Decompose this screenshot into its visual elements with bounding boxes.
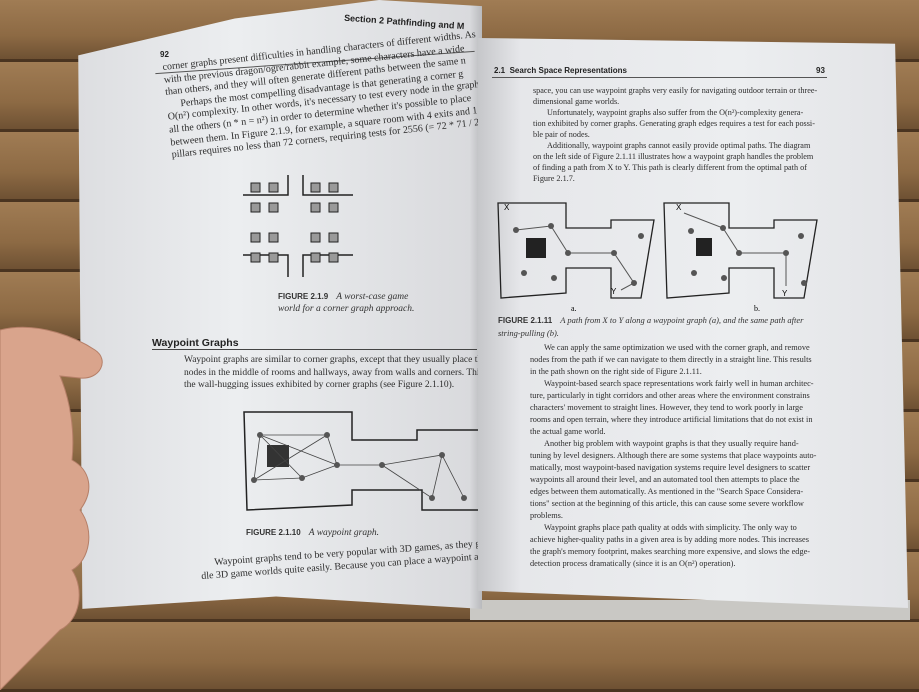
figure-label: FIGURE 2.1.9 — [278, 292, 329, 301]
text-line: Additionally, waypoint graphs cannot eas… — [547, 141, 811, 150]
text-line: Another big problem with waypoint graphs… — [544, 439, 799, 448]
running-head-text: Search Space Representations — [509, 66, 627, 75]
text-line: ble pair of nodes. — [533, 130, 590, 139]
end-label-b: Y — [782, 289, 788, 298]
text-line: waypoints all around their level, and an… — [530, 475, 800, 484]
page-number-right: 93 — [816, 66, 825, 75]
text-line: rooms and open terrain, where they intro… — [530, 415, 813, 424]
figure-label: FIGURE 2.1.11 — [498, 316, 553, 325]
text-line: edges between them automatically. As men… — [530, 487, 804, 496]
figure-2-1-9-diagram — [243, 175, 353, 277]
hand — [0, 326, 103, 690]
text-line: characters' movement to straight lines. … — [530, 403, 803, 412]
figure-2-1-10-caption: FIGURE 2.1.10 A waypoint graph. — [246, 527, 379, 539]
right-page: 2.1 Search Space Representations 93 spac… — [478, 38, 908, 608]
sub-label-b: b. — [754, 304, 760, 313]
text-line: Waypoint graphs are similar to corner gr… — [184, 355, 482, 365]
body-text: We can apply the same optimization we us… — [530, 342, 816, 570]
text-line: nodes in the middle of rooms and hallway… — [184, 367, 482, 378]
text-line: dimensional game worlds. — [533, 97, 620, 106]
section-text: Waypoint graphs are similar to corner gr… — [184, 354, 482, 392]
figure-2-1-11-diagram: X Y X Y a. b. — [497, 202, 818, 313]
figure-2-1-10-diagram — [243, 411, 482, 511]
caption-text: A worst-case game world for a corner gra… — [278, 292, 415, 314]
text-line: Unfortunately, waypoint graphs also suff… — [547, 108, 804, 117]
text-line: We can apply the same optimization we us… — [544, 343, 810, 352]
running-head-right: 2.1 Search Space Representations — [494, 66, 627, 75]
caption-text: A path from X to Y along a waypoint grap… — [498, 315, 804, 338]
left-page: 92 Section 2 Pathfinding and M corner gr… — [78, 0, 482, 609]
bottom-text: Waypoint graphs tend to be very popular … — [200, 535, 482, 583]
text-line: space, you can use waypoint graphs very … — [533, 86, 818, 95]
text-line: on the left side of Figure 2.1.11 illust… — [533, 152, 814, 161]
text-line: tuning by level designers. Although ther… — [530, 451, 817, 460]
header-rule — [492, 77, 827, 78]
text-line: detection process dramatically (since it… — [530, 559, 736, 568]
end-label-a: Y — [611, 287, 617, 296]
text-line: achieve higher-quality paths in a given … — [530, 535, 809, 544]
page-stack — [470, 600, 910, 620]
text-line: problems. — [530, 511, 563, 520]
text-line: of finding a path from X to Y. This path… — [533, 163, 807, 172]
text-line: tions" section at the beginning of this … — [530, 499, 804, 508]
running-head-left: Section 2 Pathfinding and M — [343, 12, 465, 32]
caption-text: A waypoint graph. — [308, 528, 379, 538]
intro-text: corner graphs present difficulties in ha… — [162, 29, 482, 162]
text-line: matically, most waypoint-based navigatio… — [530, 463, 811, 472]
text-line: Waypoint graphs place path quality at od… — [544, 523, 797, 532]
text-line: the graph's memory footprint, makes sear… — [530, 547, 811, 556]
figure-label: FIGURE 2.1.10 — [246, 528, 301, 537]
section-title: Waypoint Graphs — [152, 337, 477, 350]
text-line: tion exhibited by corner graphs. Generat… — [533, 119, 815, 128]
text-line: Figure 2.1.7. — [533, 174, 575, 183]
text-line: in the path shown on the right side of F… — [530, 367, 702, 376]
text-line: Waypoint-based search space representati… — [544, 379, 814, 388]
text-line: the wall-hugging issues exhibited by cor… — [184, 380, 455, 391]
text-line: nodes from the path if we can navigate t… — [530, 355, 812, 364]
text-line: the actual game world. — [530, 427, 606, 436]
text-line: ture, particularly in tight corridors an… — [530, 391, 810, 400]
start-label: X — [504, 203, 510, 212]
start-label-b: X — [676, 203, 682, 212]
page-number-left: 92 — [160, 50, 169, 59]
section-number: 2.1 — [494, 66, 506, 75]
top-text: space, you can use waypoint graphs very … — [533, 85, 817, 184]
sub-label-a: a. — [571, 304, 577, 313]
